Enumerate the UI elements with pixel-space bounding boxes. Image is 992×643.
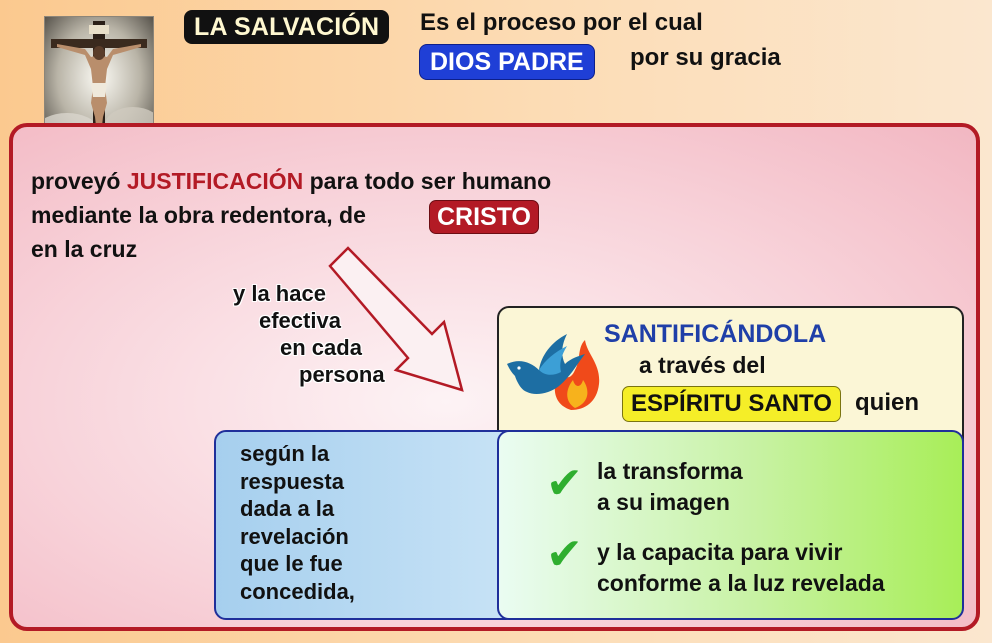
effect-line: conforme a la luz revelada [597,570,885,596]
sanctification-line-2: a través del [639,352,766,378]
justification-line-3: en la cruz [31,236,138,262]
arrow-text-1: y la hace [233,281,326,306]
response-line: revelación [240,523,349,549]
effect-line: a su imagen [597,489,730,515]
effect-item-1: la transforma a su imagen [597,456,743,518]
justification-line-1: proveyó JUSTIFICACIÓN para todo ser huma… [31,168,551,195]
arrow-text-2: efectiva [259,308,341,333]
effect-item-2: y la capacita para vivir conforme a la l… [597,537,885,599]
response-line: concedida, [240,578,355,604]
justification-line-2: mediante la obra redentora, de [31,202,366,228]
salvacion-badge: LA SALVACIÓN [184,10,390,44]
justification-highlight: JUSTIFICACIÓN [126,168,304,194]
effect-line: y la capacita para vivir [597,539,843,565]
header-line-2: por su gracia [630,44,781,71]
response-line: que le fue [240,551,343,576]
sanctification-title: SANTIFICÁNDOLA [604,320,827,348]
response-line: según la [240,441,330,466]
justification-line-pre: proveyó [31,168,121,194]
arrow-text-3: en cada [280,335,362,360]
response-text: según la respuesta dada a la revelación … [240,440,355,605]
espiritu-santo-badge: ESPÍRITU SANTO [622,386,841,422]
down-right-arrow [328,246,464,392]
effects-box [497,430,964,620]
arrow-text-4: persona [299,362,385,387]
check-icon: ✔ [546,459,583,508]
dios-padre-badge: DIOS PADRE [419,44,595,80]
check-icon: ✔ [546,530,583,579]
justification-line-post: para todo ser humano [309,168,552,194]
effect-line: la transforma [597,458,743,484]
dove-flame-icon [507,334,600,410]
response-box [214,430,518,620]
sanctification-line-3: quien [855,389,919,416]
response-line: respuesta [240,468,344,494]
response-line: dada a la [240,496,335,521]
header-line-1: Es el proceso por el cual [420,9,703,36]
cristo-badge: CRISTO [429,200,539,234]
